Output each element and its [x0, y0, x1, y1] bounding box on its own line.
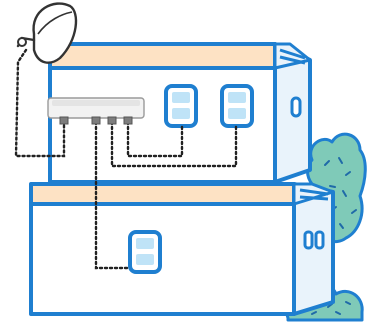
multiswitch-splitter — [47, 97, 145, 125]
cable-dish-to-switch — [14, 48, 66, 158]
side-window-upper — [290, 96, 302, 118]
connector-out-2 — [107, 116, 117, 125]
side-vent-upper — [279, 48, 306, 65]
window-upper-left — [164, 84, 198, 128]
satellite-dish — [16, 2, 78, 64]
connector-out-3 — [123, 116, 133, 125]
cable-to-upper-left-window — [126, 120, 184, 158]
cable-to-lower-window — [94, 120, 132, 270]
connector-out-1 — [91, 116, 101, 125]
side-vent-lower — [299, 188, 329, 201]
coax-cables — [14, 48, 238, 270]
upper-floor — [48, 42, 312, 184]
side-window-lower — [303, 230, 325, 250]
connector-input — [59, 116, 69, 125]
cable-to-upper-right-window — [110, 120, 238, 168]
window-upper-right — [220, 84, 254, 128]
lower-floor — [29, 182, 335, 316]
window-lower — [128, 230, 162, 274]
